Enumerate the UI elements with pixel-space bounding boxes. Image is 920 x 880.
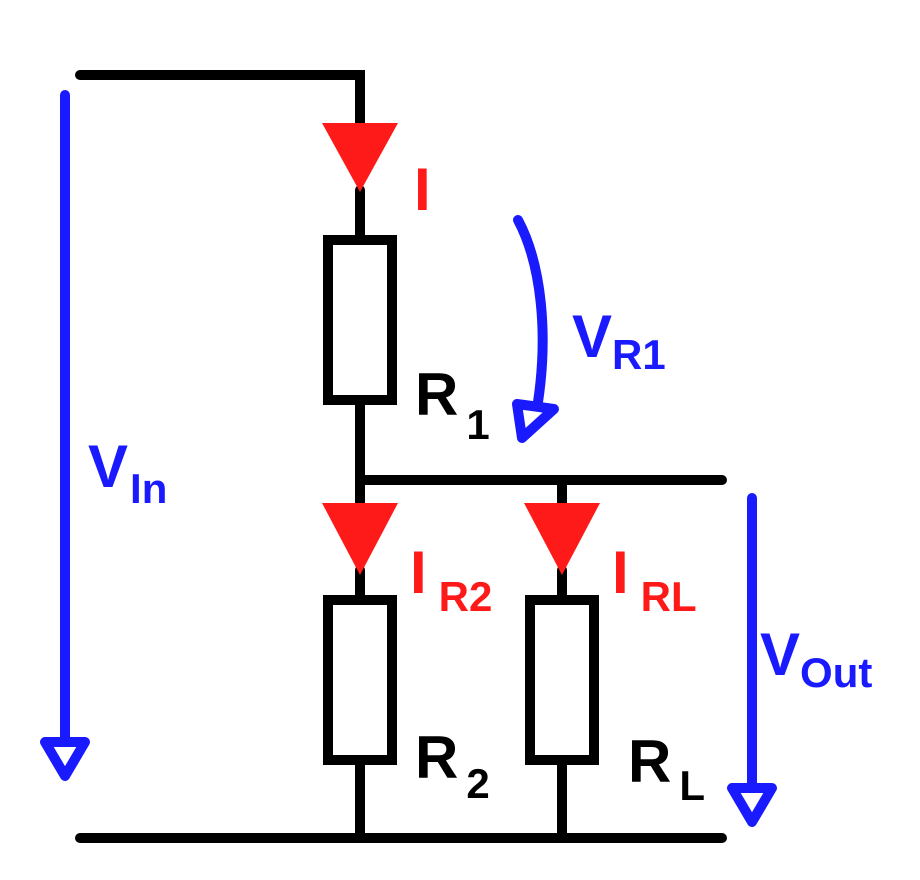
current-arrow-rl-icon xyxy=(524,503,600,575)
resistor-label-r1-symbol: R xyxy=(415,361,458,428)
wires xyxy=(75,70,727,843)
current-label-i: I xyxy=(414,156,431,223)
current-label-i-r2-symbol: I xyxy=(410,539,427,606)
voltage-label-v-r1: VR1 xyxy=(572,303,666,378)
current-label-i-rl-symbol: I xyxy=(612,539,629,606)
voltage-label-v-out-symbol: V xyxy=(760,621,800,688)
current-label-i-r2-subscript: R2 xyxy=(439,573,493,620)
resistor-label-r2-subscript: 2 xyxy=(466,760,489,807)
voltage-label-v-in-subscript: In xyxy=(130,465,167,512)
voltage-label-v-out-subscript: Out xyxy=(800,649,872,696)
current-label-i-r2: I R2 xyxy=(410,539,492,620)
resistor-r2 xyxy=(323,595,397,765)
v-out-arrow-head-icon xyxy=(727,783,777,827)
resistor-label-rl-subscript: L xyxy=(679,762,705,809)
resistor-label-r1-subscript: 1 xyxy=(466,401,489,448)
resistor-r1 xyxy=(323,235,397,405)
voltage-label-v-in: VIn xyxy=(88,433,167,512)
current-arrow-r2-icon xyxy=(322,503,398,575)
resistor-label-r2-symbol: R xyxy=(415,724,458,791)
voltage-label-v-out: VOut xyxy=(760,621,872,696)
top-rail-wire xyxy=(75,70,365,137)
current-arrow-icon xyxy=(322,123,398,192)
current-label-i-rl-subscript: RL xyxy=(641,573,697,620)
v-r1-arrow-line xyxy=(513,215,548,407)
voltage-label-v-r1-subscript: R1 xyxy=(612,331,666,378)
v-in-arrow-head-icon xyxy=(40,737,90,781)
voltage-label-v-r1-symbol: V xyxy=(572,303,612,370)
v-r1-arrow-head-icon xyxy=(512,399,559,443)
current-label-i-rl: I RL xyxy=(612,539,697,620)
resistor-rl xyxy=(525,595,599,765)
resistor-label-rl-symbol: R xyxy=(628,728,671,795)
voltage-label-v-in-symbol: V xyxy=(88,433,128,500)
